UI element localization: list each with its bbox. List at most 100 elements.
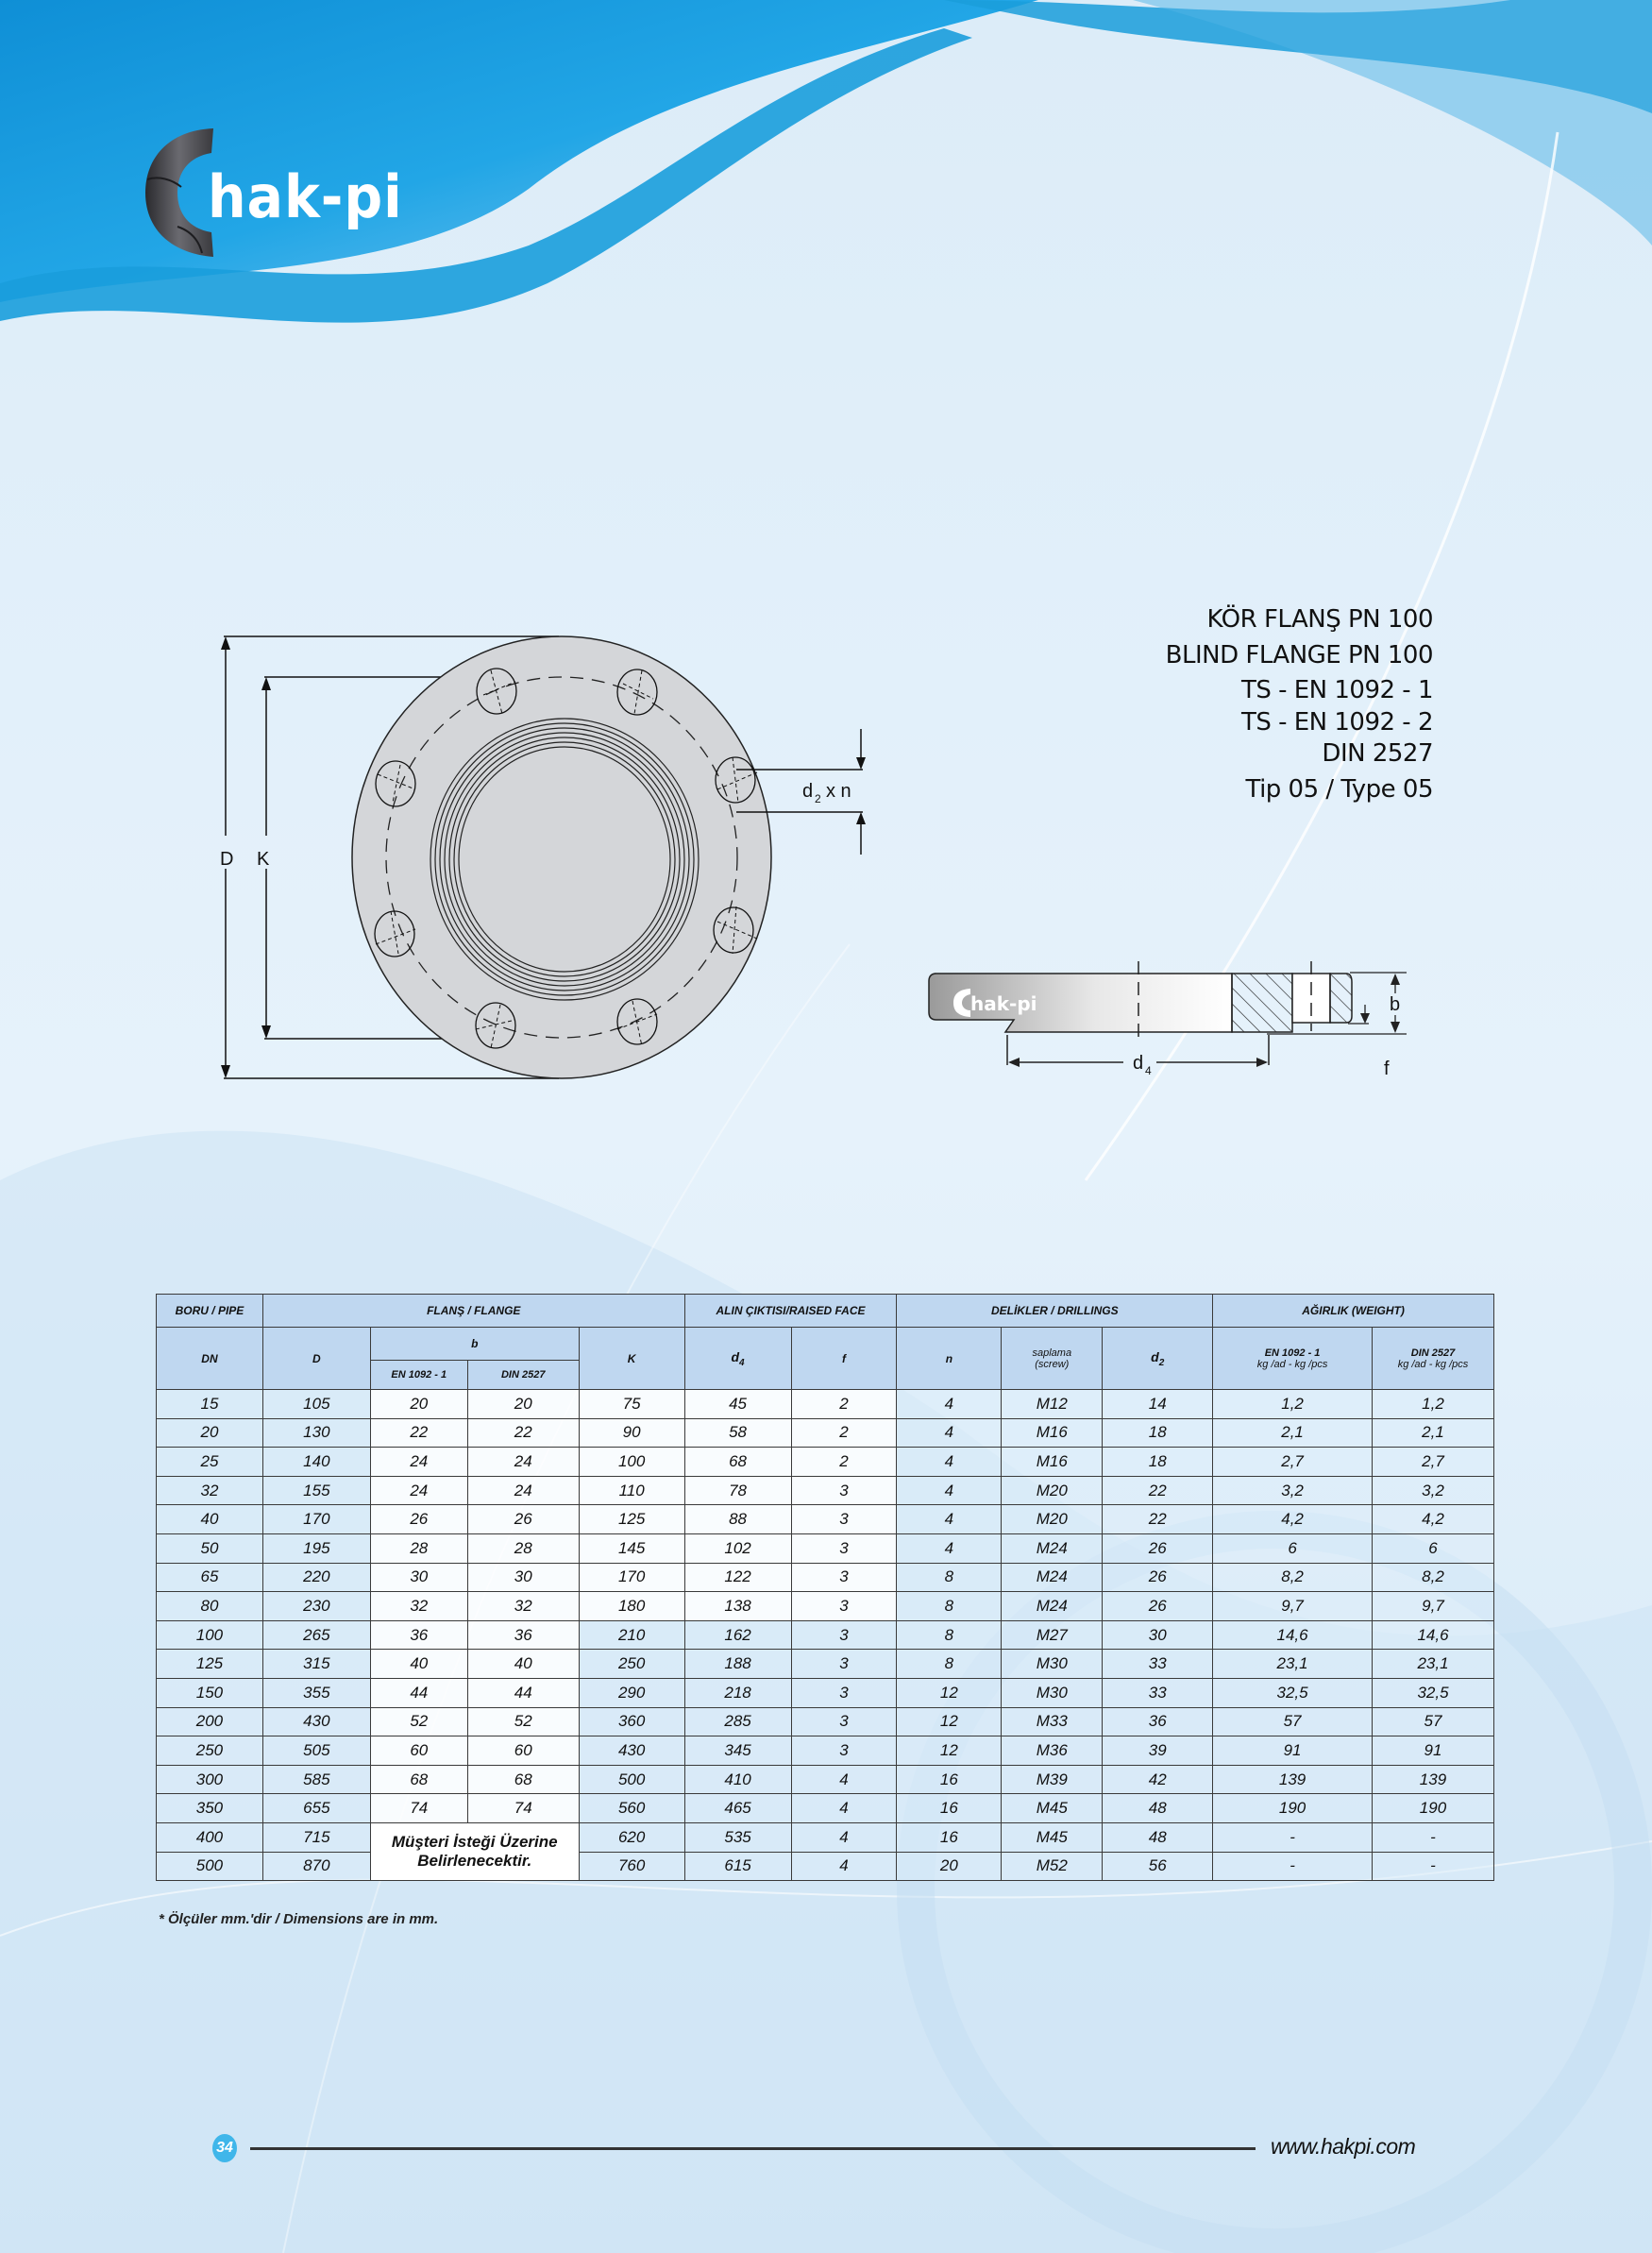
cell-dn: 350 <box>156 1793 263 1823</box>
cell-w_din: 8,2 <box>1371 1562 1495 1593</box>
cell-d4: 285 <box>683 1706 792 1737</box>
cell-screw: M27 <box>1001 1619 1104 1651</box>
cell-d2: 39 <box>1102 1736 1214 1766</box>
pipe-elbow-logo-icon <box>145 128 213 257</box>
cell-screw: M30 <box>1001 1649 1104 1679</box>
cell-b_din: 44 <box>466 1677 580 1708</box>
cell-w_en: - <box>1212 1821 1373 1853</box>
cell-d: 585 <box>261 1764 371 1795</box>
cell-k: 170 <box>578 1562 685 1593</box>
cell-f: 3 <box>790 1677 898 1708</box>
cell-w_din: 14,6 <box>1371 1619 1495 1651</box>
cell-d4: 615 <box>683 1851 792 1882</box>
cell-k: 110 <box>578 1475 685 1506</box>
cell-b_en: 28 <box>369 1533 468 1564</box>
cell-f: 3 <box>790 1649 898 1679</box>
cell-b_din: 60 <box>466 1736 580 1766</box>
title-line-en: BLIND FLANGE PN 100 <box>1165 640 1434 669</box>
cell-b_din: 68 <box>466 1764 580 1795</box>
cell-screw: M16 <box>1001 1417 1104 1448</box>
cell-b_din: 22 <box>466 1417 580 1448</box>
cell-d2: 36 <box>1102 1706 1214 1737</box>
cell-k: 100 <box>578 1447 685 1477</box>
cell-k: 75 <box>578 1389 685 1419</box>
cell-b_din: 20 <box>466 1389 580 1419</box>
cell-w_en: 23,1 <box>1212 1649 1373 1679</box>
cell-d4: 535 <box>683 1821 792 1853</box>
cell-d4: 188 <box>683 1649 792 1679</box>
cell-b_din: 36 <box>466 1619 580 1651</box>
cell-screw: M12 <box>1001 1389 1104 1419</box>
cell-screw: M16 <box>1001 1447 1104 1477</box>
cell-f: 3 <box>790 1504 898 1534</box>
cell-b_en: 30 <box>369 1562 468 1593</box>
cell-dn: 40 <box>156 1504 263 1534</box>
cell-n: 4 <box>896 1504 1003 1534</box>
cell-b_en: 20 <box>369 1389 468 1419</box>
cell-w_en: 8,2 <box>1212 1562 1373 1593</box>
website-link[interactable]: www.hakpi.com <box>1271 2134 1416 2159</box>
cell-d: 130 <box>261 1417 371 1448</box>
label-b: b <box>1390 994 1400 1015</box>
cell-n: 4 <box>896 1533 1003 1564</box>
col-header-d2: d2 <box>1102 1327 1214 1390</box>
cell-dn: 20 <box>156 1417 263 1448</box>
col-header-n: n <box>896 1327 1003 1390</box>
cell-d: 155 <box>261 1475 371 1506</box>
cell-screw: M39 <box>1001 1764 1104 1795</box>
cell-b_din: 24 <box>466 1475 580 1506</box>
cell-w_din: 9,7 <box>1371 1591 1495 1621</box>
cell-w_en: 139 <box>1212 1764 1373 1795</box>
cell-d2: 33 <box>1102 1649 1214 1679</box>
cell-b_en: 44 <box>369 1677 468 1708</box>
cell-dn: 32 <box>156 1475 263 1506</box>
cell-n: 8 <box>896 1619 1003 1651</box>
col-header-k: K <box>578 1327 685 1390</box>
cell-w_din: 2,1 <box>1371 1417 1495 1448</box>
cell-b_din: 32 <box>466 1591 580 1621</box>
group-header-pipe: BORU / PIPE <box>156 1294 263 1328</box>
cell-w_en: 9,7 <box>1212 1591 1373 1621</box>
cell-dn: 65 <box>156 1562 263 1593</box>
cell-d: 505 <box>261 1736 371 1766</box>
group-header-raised-face: ALIN ÇIKTISI/RAISED FACE <box>683 1294 898 1328</box>
cell-b_en: 52 <box>369 1706 468 1737</box>
cell-w_din: 91 <box>1371 1736 1495 1766</box>
cell-f: 3 <box>790 1475 898 1506</box>
cell-w_din: 3,2 <box>1371 1475 1495 1506</box>
cell-dn: 200 <box>156 1706 263 1737</box>
cell-w_en: 4,2 <box>1212 1504 1373 1534</box>
label-d2-sub: 2 <box>815 792 821 805</box>
cell-d2: 18 <box>1102 1447 1214 1477</box>
cell-n: 4 <box>896 1417 1003 1448</box>
cell-d4: 162 <box>683 1619 792 1651</box>
cell-f: 2 <box>790 1389 898 1419</box>
cell-dn: 150 <box>156 1677 263 1708</box>
cell-screw: M24 <box>1001 1591 1104 1621</box>
cell-d: 170 <box>261 1504 371 1534</box>
cell-d: 220 <box>261 1562 371 1593</box>
cell-n: 12 <box>896 1706 1003 1737</box>
cell-f: 3 <box>790 1591 898 1621</box>
cell-b_en: 24 <box>369 1475 468 1506</box>
cell-n: 12 <box>896 1736 1003 1766</box>
cell-w_din: 4,2 <box>1371 1504 1495 1534</box>
cell-n: 8 <box>896 1649 1003 1679</box>
cell-b_en: 26 <box>369 1504 468 1534</box>
cell-f: 4 <box>790 1793 898 1823</box>
label-D: D <box>220 849 233 870</box>
cell-k: 145 <box>578 1533 685 1564</box>
cell-d2: 26 <box>1102 1533 1214 1564</box>
dimensions-footnote: * Ölçüler mm.'dir / Dimensions are in mm… <box>159 1911 439 1927</box>
brand-logo: hak-pi <box>140 121 442 263</box>
cell-w_din: - <box>1371 1821 1495 1853</box>
cell-b_din: 74 <box>466 1793 580 1823</box>
col-header-dn: DN <box>156 1327 263 1390</box>
